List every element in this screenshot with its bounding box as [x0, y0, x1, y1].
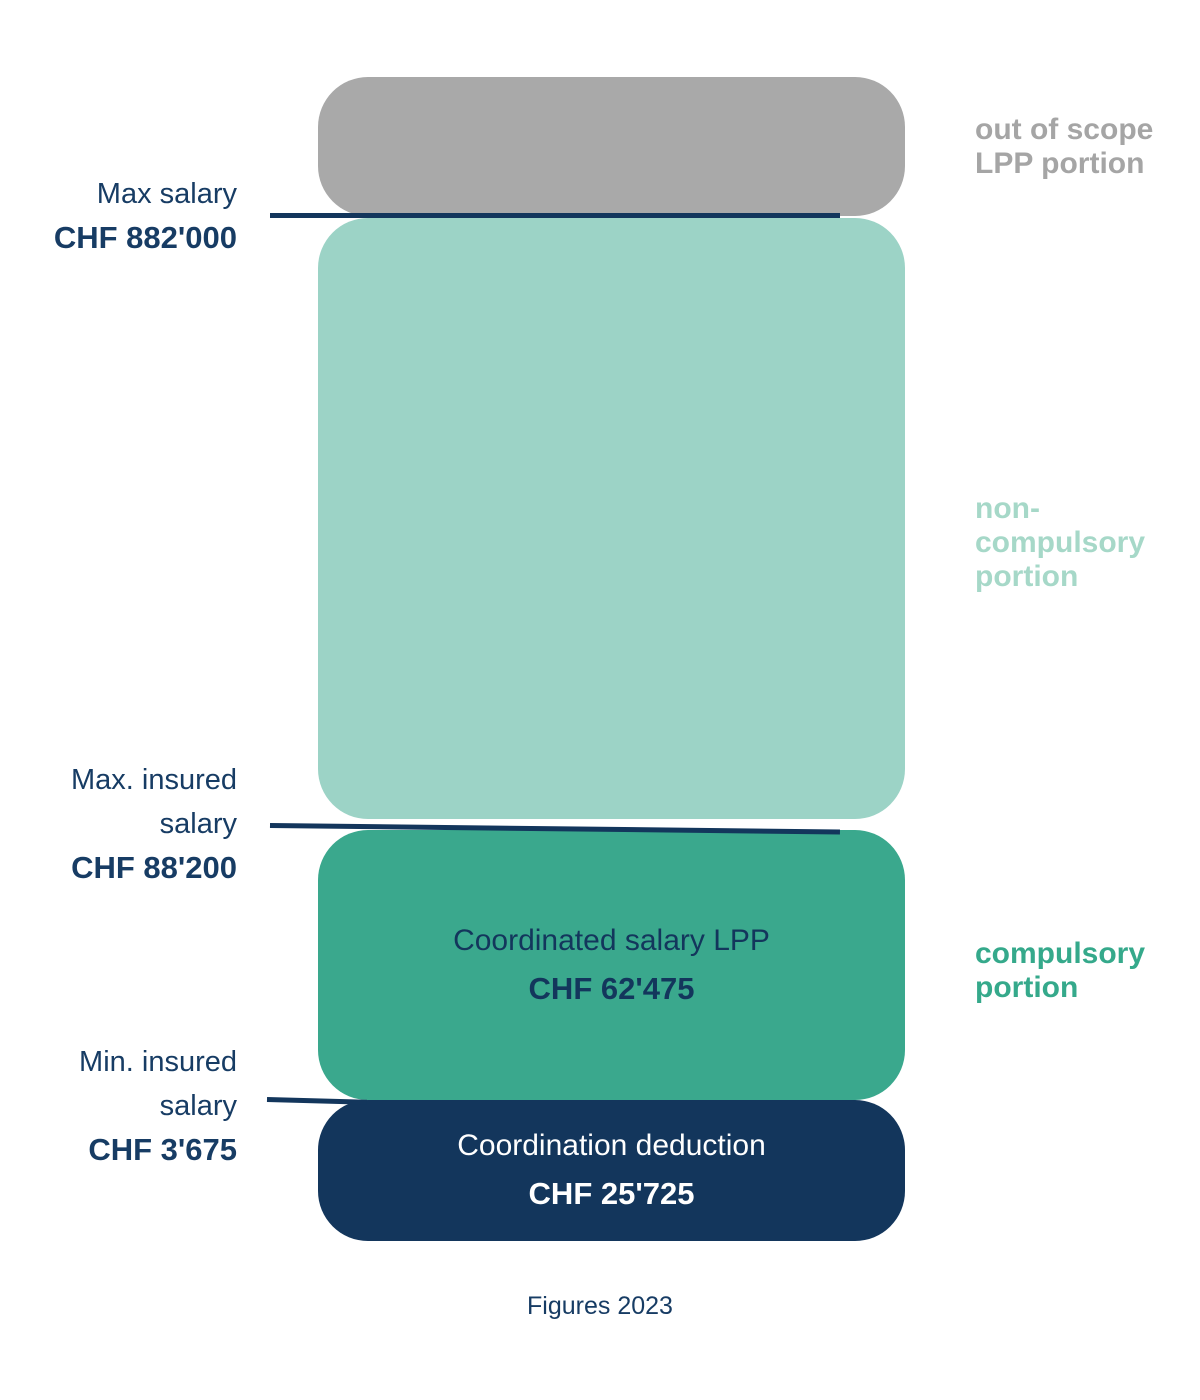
- max-insured-salary-threshold-label: Max. insured salary CHF 88'200: [71, 758, 237, 890]
- non-compulsory-side-label-line3: portion: [975, 560, 1079, 593]
- out-of-scope-segment-box: [318, 77, 905, 216]
- max-insured-label-line1: Max. insured: [70, 764, 237, 796]
- compulsory-side-label-line1: compulsory: [975, 937, 1146, 970]
- coordinated-salary-segment-box: Coordinated salary LPP CHF 62'475: [318, 830, 905, 1100]
- min-insured-salary-threshold-label: Min. insured salary CHF 3'675: [79, 1040, 237, 1172]
- out-of-scope-side-label: out of scope LPP portion: [975, 113, 1153, 181]
- out-of-scope-side-label-line2: LPP portion: [975, 147, 1145, 180]
- max-salary-threshold-line: [270, 213, 840, 218]
- compulsory-side-label-line2: portion: [975, 971, 1079, 1004]
- compulsory-side-label: compulsory portion: [975, 937, 1145, 1005]
- non-compulsory-side-label-line2: compulsory: [975, 526, 1146, 559]
- min-insured-label-line1: Min. insured: [79, 1046, 237, 1078]
- coordinated-salary-label: Coordinated salary LPP: [453, 923, 770, 957]
- coordinated-salary-text: Coordinated salary LPP CHF 62'475: [318, 830, 905, 1100]
- coordination-deduction-segment-box: Coordination deduction CHF 25'725: [318, 1100, 905, 1241]
- max-salary-label-line: Max salary: [96, 178, 237, 210]
- coordinated-salary-value: CHF 62'475: [528, 970, 695, 1006]
- out-of-scope-side-label-line1: out of scope: [975, 113, 1154, 146]
- coordination-deduction-label: Coordination deduction: [457, 1129, 766, 1162]
- min-insured-value: CHF 3'675: [88, 1132, 237, 1167]
- non-compulsory-segment-box: [318, 218, 905, 819]
- min-insured-label-line2: salary: [159, 1090, 237, 1122]
- non-compulsory-side-label-line1: non-: [975, 492, 1040, 525]
- coordination-deduction-value: CHF 25'725: [528, 1176, 695, 1211]
- non-compulsory-side-label: non- compulsory portion: [975, 492, 1145, 594]
- figures-year-caption: Figures 2023: [527, 1292, 673, 1320]
- max-salary-threshold-label: Max salary CHF 882'000: [54, 172, 237, 260]
- max-insured-value: CHF 88'200: [71, 850, 237, 885]
- max-insured-label-line2: salary: [159, 808, 237, 840]
- coordination-deduction-text: Coordination deduction CHF 25'725: [318, 1100, 905, 1241]
- max-salary-value: CHF 882'000: [53, 220, 237, 255]
